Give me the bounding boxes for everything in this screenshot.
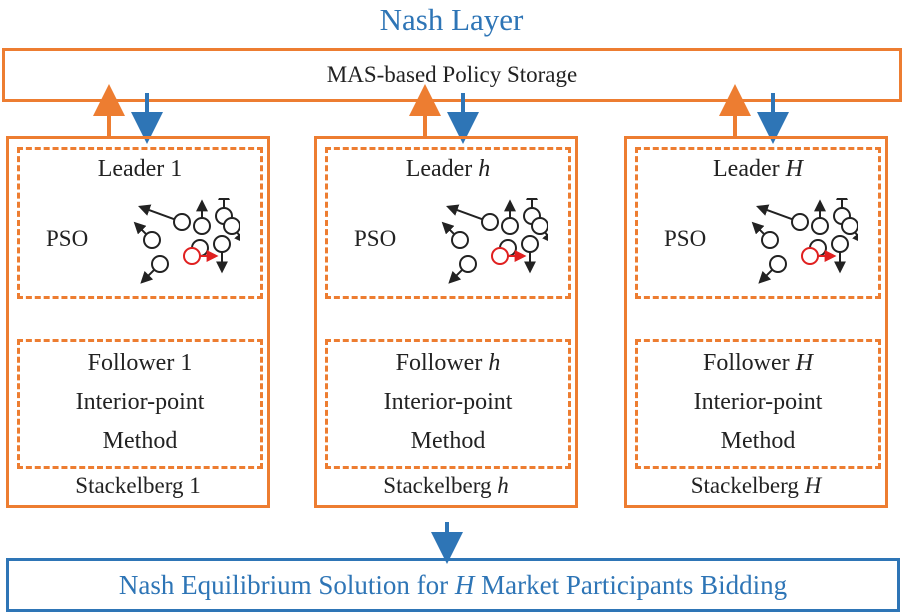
particle	[791, 213, 809, 231]
particle	[151, 255, 169, 273]
velocity-arrow	[542, 230, 548, 244]
velocity-arrow	[133, 221, 148, 236]
particle	[193, 217, 211, 235]
pso-label: PSO	[354, 226, 397, 251]
policy-storage-label: MAS-based Policy Storage	[326, 62, 578, 87]
result-label: Nash Equilibrium Solution for H Market P…	[118, 569, 788, 600]
particle-swarm-icon	[751, 198, 858, 284]
particle	[143, 231, 161, 249]
particle	[451, 231, 469, 249]
nash-equilibrium-result-box: Nash Equilibrium Solution for H Market P…	[6, 558, 900, 612]
pso-label: PSO	[664, 226, 707, 251]
leader-title: Leader H	[713, 156, 803, 182]
velocity-arrow	[852, 230, 858, 244]
velocity-arrow	[448, 268, 464, 284]
follower-method-line-2: Method	[102, 428, 178, 454]
follower-method-line-1: Interior-point	[75, 389, 205, 415]
particle-swarm-icon	[133, 198, 240, 284]
policy-storage-box: MAS-based Policy Storage	[2, 48, 902, 102]
stackelberg-game-h: Leader h PSO Follower h Interior-point M…	[314, 136, 578, 508]
follower-method-line-2: Method	[720, 428, 796, 454]
stackelberg-game-1: Leader 1 PSO Follower 1 Interior-point M…	[6, 136, 270, 508]
particle	[531, 217, 548, 235]
velocity-arrow	[756, 204, 793, 221]
particle	[173, 213, 191, 231]
particle	[223, 217, 240, 235]
follower-method-line-1: Interior-point	[693, 389, 823, 415]
particle	[811, 217, 829, 235]
particle	[831, 235, 849, 253]
follower-title: Follower h	[395, 350, 501, 376]
velocity-arrow	[140, 268, 156, 284]
follower-box: Follower 1 Interior-point Method	[17, 339, 263, 469]
stackelberg-game-H: Leader H PSO Follower H Interior-point M…	[624, 136, 888, 508]
leader-box: Leader 1 PSO	[17, 147, 263, 299]
leader-box: Leader H PSO	[635, 147, 881, 299]
best-particle	[183, 247, 201, 265]
particle	[761, 231, 779, 249]
particle	[841, 217, 858, 235]
particle	[213, 235, 231, 253]
follower-title: Follower H	[702, 350, 813, 376]
leader-box: Leader h PSO	[325, 147, 571, 299]
particle	[501, 217, 519, 235]
nash-layer-title: Nash Layer	[379, 2, 524, 37]
follower-box: Follower H Interior-point Method	[635, 339, 881, 469]
particle	[769, 255, 787, 273]
pso-label: PSO	[46, 226, 89, 251]
particle	[481, 213, 499, 231]
leader-title: Leader h	[405, 156, 491, 182]
best-particle	[491, 247, 509, 265]
velocity-arrow	[441, 221, 456, 236]
follower-method-line-1: Interior-point	[383, 389, 513, 415]
best-particle	[801, 247, 819, 265]
particle	[521, 235, 539, 253]
velocity-arrow	[758, 268, 774, 284]
velocity-arrow	[234, 230, 240, 244]
follower-box: Follower h Interior-point Method	[325, 339, 571, 469]
velocity-arrow	[138, 204, 175, 221]
leader-title: Leader 1	[97, 156, 183, 182]
particle-swarm-icon	[441, 198, 548, 284]
velocity-arrow	[751, 221, 766, 236]
stackelberg-label: Stackelberg h	[383, 473, 509, 498]
follower-method-line-2: Method	[410, 428, 486, 454]
stackelberg-label: Stackelberg H	[690, 473, 822, 498]
stackelberg-label: Stackelberg 1	[75, 473, 201, 498]
particle	[459, 255, 477, 273]
velocity-arrow	[446, 204, 483, 221]
follower-title: Follower 1	[87, 350, 193, 376]
